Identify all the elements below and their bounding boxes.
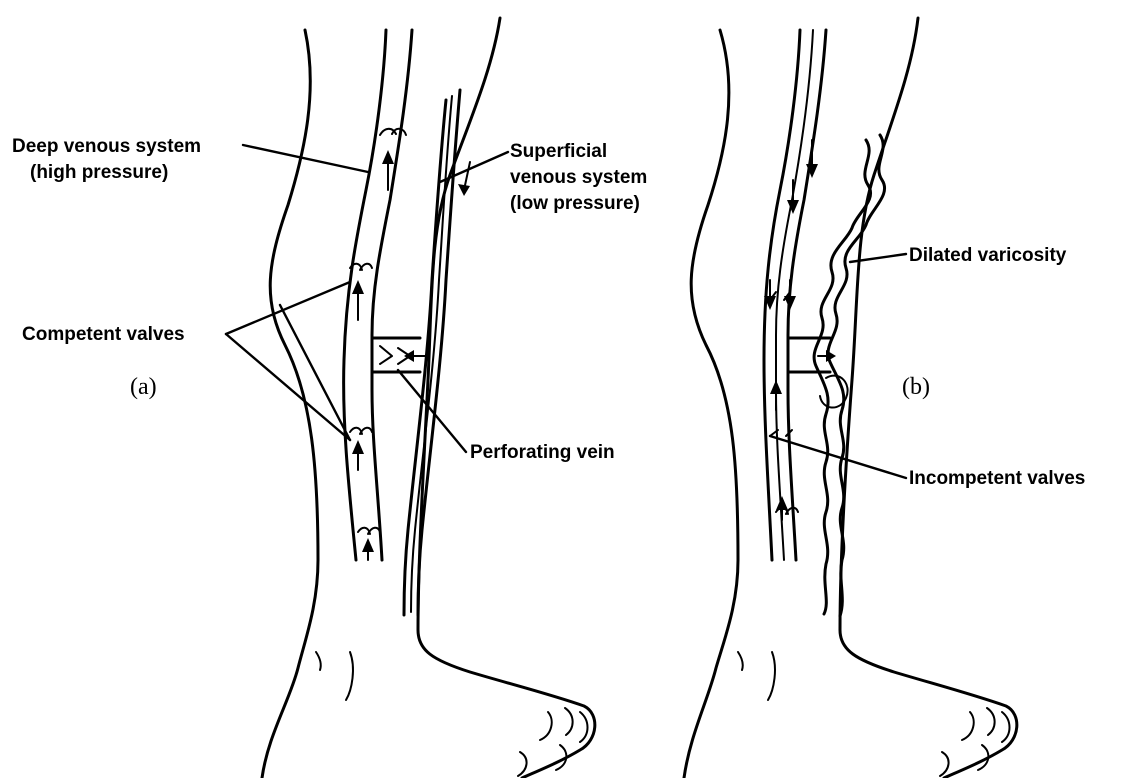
leader-competent-valves-1 (226, 282, 350, 334)
label-superficial-3: (low pressure) (510, 193, 640, 214)
panel-label-a: (a) (130, 374, 157, 400)
label-competent-valves: Competent valves (22, 324, 185, 345)
label-perforating-vein: Perforating vein (470, 442, 615, 463)
label-superficial-1: Superficial (510, 141, 607, 162)
leader-superficial-venous (440, 152, 508, 182)
deep-vein-a-wall-left (344, 30, 386, 560)
superficial-vein-a-line3 (411, 96, 452, 612)
label-dilated-varicosity: Dilated varicosity (909, 245, 1067, 266)
leader-competent-valves-2 (280, 305, 350, 440)
leg-b-ankle-crease (738, 652, 775, 700)
label-incompetent-valves: Incompetent valves (909, 468, 1085, 489)
valve-a-perforator (380, 346, 410, 364)
panel-label-b: (b) (902, 374, 930, 400)
label-deep-venous-2: (high pressure) (30, 162, 168, 183)
leader-deep-venous (243, 145, 368, 172)
leg-a: Deep venous system (high pressure) Super… (12, 18, 647, 778)
valve-a-bottom (358, 528, 380, 534)
leg-a-ankle-crease (316, 652, 353, 700)
valve-a-lower (350, 428, 372, 434)
leg-b-back-contour (684, 30, 738, 778)
label-superficial-2: venous system (510, 167, 647, 188)
label-deep-venous-1: Deep venous system (12, 136, 201, 157)
leg-b: Dilated varicosity Incompetent valves (b… (684, 18, 1085, 778)
